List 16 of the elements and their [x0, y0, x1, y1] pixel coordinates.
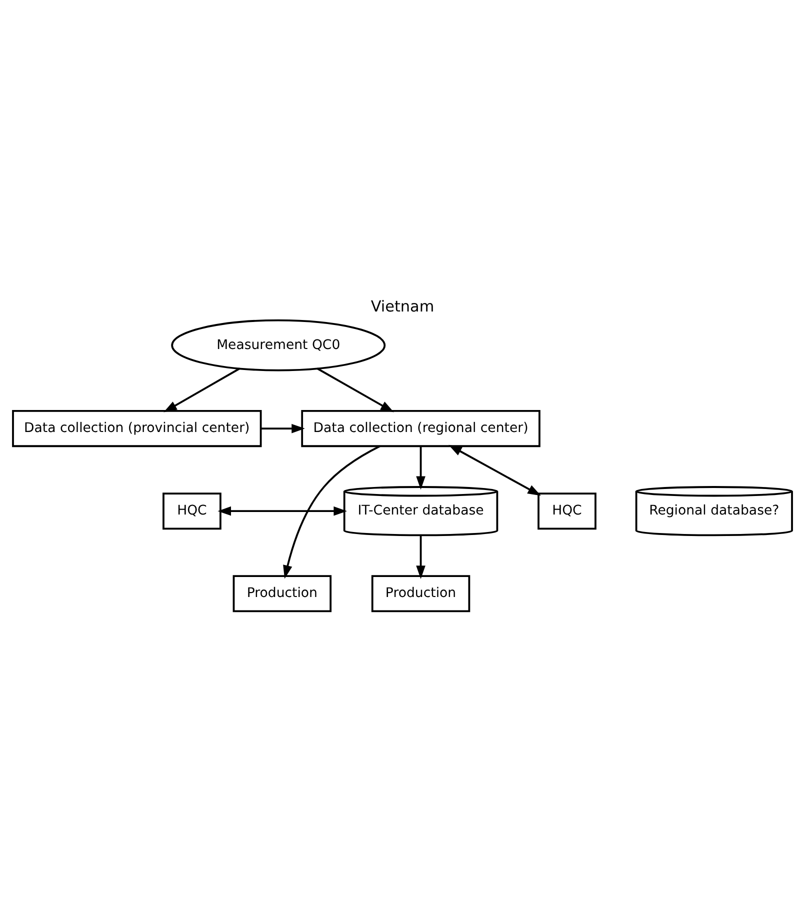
- arrow: [260, 424, 305, 434]
- arrow: [316, 368, 394, 412]
- node-ellipse: Measurement QC0: [171, 319, 386, 372]
- arrow: [283, 445, 380, 579]
- node-box: Data collection (regional center): [301, 410, 540, 448]
- node-box: Production: [232, 575, 332, 612]
- diagram-title: Vietnam: [370, 298, 434, 316]
- node-box: HQC: [162, 492, 222, 530]
- arrow: [164, 368, 240, 412]
- arrow: [218, 506, 347, 516]
- arrow: [448, 444, 541, 496]
- arrow: [416, 446, 426, 490]
- node-box: HQC: [538, 492, 596, 530]
- node-box: Data collection (provincial center): [12, 410, 262, 448]
- arrow: [416, 535, 426, 579]
- node-box: Production: [371, 575, 470, 612]
